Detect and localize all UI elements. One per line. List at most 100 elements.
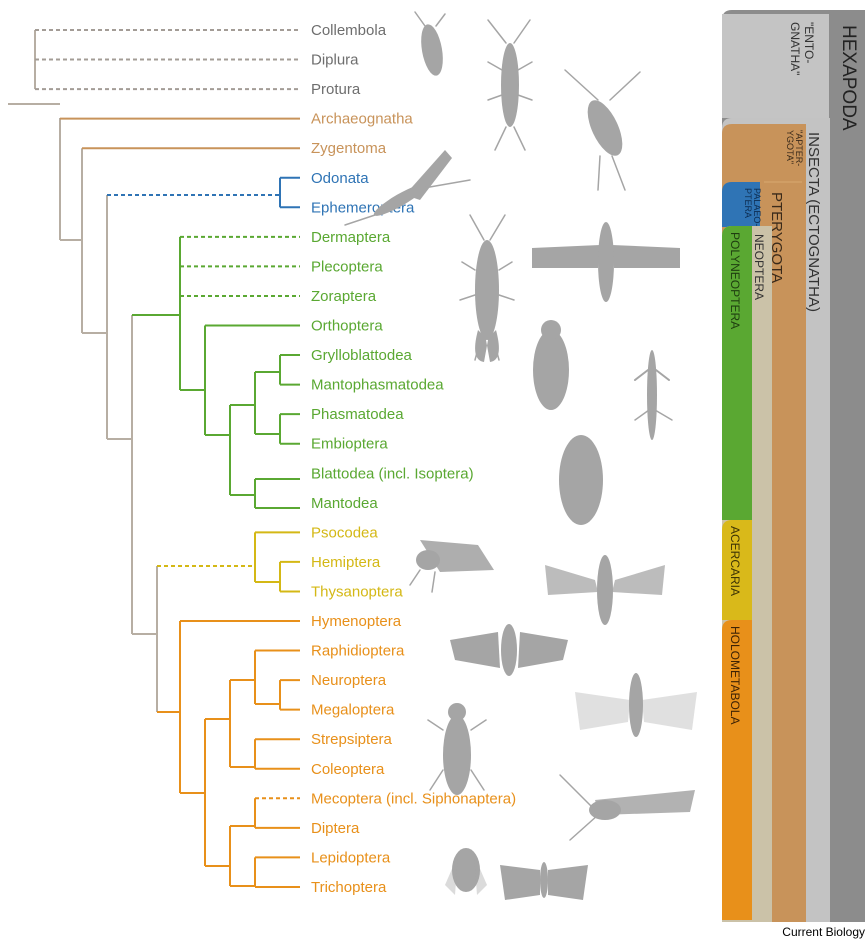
orthoptera-head [541, 320, 561, 340]
lepidoptera-silhouette [540, 862, 548, 898]
lepidoptera-wing-right [548, 865, 588, 900]
insect-leg [432, 572, 435, 592]
collembola-silhouette [418, 23, 447, 78]
insect-leg [499, 295, 514, 300]
stonefly-wing-right [612, 245, 680, 268]
insect-leg [436, 14, 445, 26]
taxon-label-zoraptera: Zoraptera [311, 288, 377, 305]
diplura-silhouette [501, 43, 519, 127]
hymenoptera-silhouette [501, 624, 517, 676]
insect-leg [460, 295, 475, 300]
plecoptera-silhouette [598, 222, 614, 302]
insect-leg [430, 770, 443, 790]
insect-leg [470, 215, 484, 240]
dermaptera-silhouette [475, 240, 499, 340]
taxon-label-orthoptera: Orthoptera [311, 318, 383, 335]
hexapoda-label: HEXAPODA [838, 25, 859, 131]
taxon-label-mecoptera-incl-siphonaptera: Mecoptera (incl. Siphonaptera) [311, 790, 516, 807]
acercaria-label: ACERCARIA [728, 526, 742, 596]
insect-leg [610, 72, 640, 100]
insect-leg [415, 12, 425, 26]
taxon-label-diptera: Diptera [311, 820, 360, 837]
taxon-label-grylloblattodea: Grylloblattodea [311, 347, 413, 364]
insect-leg [462, 262, 475, 270]
insect-leg [514, 127, 525, 150]
insect-leg [410, 570, 420, 585]
protura-silhouette [581, 95, 630, 160]
taxon-label-embioptera: Embioptera [311, 436, 388, 453]
polyneoptera-label: POLYNEOPTERA [728, 232, 742, 329]
insect-leg [514, 20, 530, 43]
apterygota-label-2: YGOTA" [785, 130, 795, 164]
insecta-label: INSECTA (ECTOGNATHA) [805, 132, 822, 312]
insect-leg [499, 262, 512, 270]
taxon-label-diplura: Diplura [311, 52, 359, 69]
hemiptera-silhouette [416, 550, 440, 570]
taxon-label-dermaptera: Dermaptera [311, 229, 391, 246]
insect-leg [635, 370, 648, 380]
neuroptera-wing-left [575, 692, 630, 730]
neuroptera-silhouette [629, 673, 643, 737]
insect-leg [345, 215, 375, 225]
taxon-labels: CollembolaDipluraProturaArchaeognathaZyg… [311, 22, 516, 896]
insect-silhouettes [345, 12, 697, 900]
taxon-label-megaloptera: Megaloptera [311, 702, 395, 719]
taxon-label-raphidioptera: Raphidioptera [311, 643, 405, 660]
taxon-label-thysanoptera: Thysanoptera [311, 583, 403, 600]
phylogenetic-tree [8, 30, 300, 887]
taxon-label-plecoptera: Plecoptera [311, 258, 383, 275]
blattodea-silhouette [559, 435, 603, 525]
insect-leg [655, 410, 672, 420]
lepidoptera-wing-left [500, 865, 540, 900]
insect-leg [518, 62, 532, 70]
taxon-label-mantophasmatodea: Mantophasmatodea [311, 377, 444, 394]
insect-leg [598, 156, 600, 190]
insect-leg [488, 20, 506, 43]
mayfly-wing [405, 150, 452, 200]
mecoptera-silhouette [589, 800, 621, 820]
entognatha-label-1: "ENTO- [802, 22, 816, 63]
journal-credit: Current Biology [782, 925, 865, 939]
holometabola-label: HOLOMETABOLA [728, 626, 742, 724]
insect-leg [490, 215, 505, 240]
insect-leg [570, 815, 598, 840]
taxon-label-hymenoptera: Hymenoptera [311, 613, 402, 630]
taxon-label-mantodea: Mantodea [311, 495, 378, 512]
hymenoptera-wing-left [450, 632, 500, 668]
neoptera-label: NEOPTERA [752, 234, 766, 300]
insect-leg [565, 70, 598, 100]
taxon-label-trichoptera: Trichoptera [311, 879, 387, 896]
entognatha-label-2: GNATHA" [788, 22, 802, 75]
insect-leg [635, 410, 649, 420]
taxon-label-phasmatodea: Phasmatodea [311, 406, 404, 423]
insect-leg [488, 95, 502, 100]
insect-leg [560, 775, 595, 810]
hymenoptera-wing-right [518, 632, 568, 668]
orthoptera-silhouette [533, 330, 569, 410]
taxon-label-archaeognatha: Archaeognatha [311, 111, 413, 128]
insect-leg [518, 95, 532, 100]
insect-leg [428, 720, 443, 730]
classification-bars: HEXAPODA "ENTO-GNATHA" INSECTA (ECTOGNATHA… [722, 10, 865, 922]
insect-leg [656, 370, 669, 380]
taxon-label-lepidoptera: Lepidoptera [311, 849, 391, 866]
diptera-wing [474, 855, 487, 895]
insect-leg [612, 156, 625, 190]
diptera-wing [445, 855, 458, 895]
taxon-label-psocodea: Psocodea [311, 524, 378, 541]
taxon-label-protura: Protura [311, 81, 361, 98]
taxon-label-hemiptera: Hemiptera [311, 554, 381, 571]
neuroptera-wing-right [642, 692, 697, 730]
taxon-label-neuroptera: Neuroptera [311, 672, 387, 689]
taxon-label-coleoptera: Coleoptera [311, 761, 385, 778]
taxon-label-collembola: Collembola [311, 22, 387, 39]
insect-leg [488, 62, 502, 70]
taxon-label-odonata: Odonata [311, 170, 369, 187]
palaeoptera-label-2: PTERA [743, 188, 753, 218]
insect-leg [495, 127, 506, 150]
thysanoptera-silhouette [597, 555, 613, 625]
mantodea-silhouette [647, 350, 657, 440]
taxon-label-strepsiptera: Strepsiptera [311, 731, 393, 748]
thysanoptera-wing-right [612, 565, 665, 595]
